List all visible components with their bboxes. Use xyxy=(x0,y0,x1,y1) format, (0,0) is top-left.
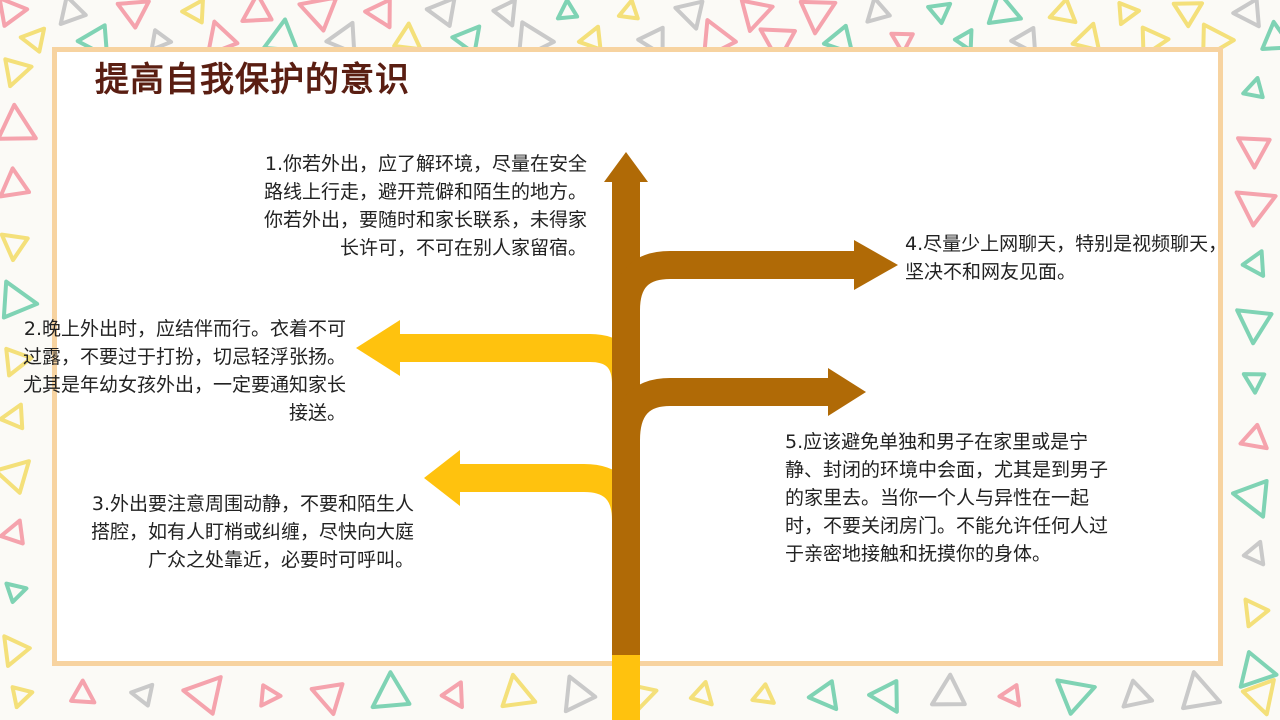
decorative-triangle xyxy=(1231,0,1261,29)
decorative-triangle xyxy=(867,679,899,714)
decorative-triangle xyxy=(1171,1,1205,29)
note-1: 1.你若外出，应了解环境，尽量在安全路线上行走，避开荒僻和陌生的地方。你若外出，… xyxy=(263,153,587,259)
decorative-triangle xyxy=(424,0,457,28)
decorative-triangle xyxy=(18,26,47,54)
decorative-triangle xyxy=(1,279,40,320)
decorative-triangle xyxy=(930,672,967,707)
decorative-triangle xyxy=(555,0,580,21)
decorative-triangle xyxy=(0,0,30,28)
decorative-triangle xyxy=(10,685,35,710)
decorative-triangle xyxy=(58,0,88,26)
decorative-triangle xyxy=(1243,597,1271,629)
decorative-triangle xyxy=(1181,670,1223,711)
decorative-triangle xyxy=(986,0,1023,26)
decorative-triangle xyxy=(0,402,25,431)
decorative-triangle xyxy=(576,24,603,52)
note-3: 3.外出要注意周围动静，不要和陌生人搭腔，如有人盯梢或纠缠，尽快向大庭广众之处靠… xyxy=(90,493,414,571)
decorative-triangle xyxy=(798,0,838,36)
decorative-triangle xyxy=(450,24,482,56)
decorative-triangle xyxy=(739,0,775,33)
decorative-triangle xyxy=(0,232,30,263)
decorative-triangle xyxy=(926,1,953,25)
decorative-triangle xyxy=(889,31,915,56)
decorative-triangle xyxy=(997,683,1022,708)
decorative-triangle xyxy=(758,27,797,64)
decorative-triangle xyxy=(4,346,34,378)
decorative-triangle xyxy=(563,674,598,714)
decorative-triangle xyxy=(1238,650,1279,689)
decorative-triangle xyxy=(1230,478,1269,519)
decorative-triangle xyxy=(439,680,464,710)
decorative-triangle xyxy=(673,0,705,31)
brown-branch-upper xyxy=(612,251,860,311)
decorative-triangle xyxy=(1241,539,1266,567)
decorative-triangle xyxy=(1055,678,1097,716)
decorative-triangle xyxy=(1121,678,1155,709)
page-title: 提高自我保护的意识 xyxy=(95,60,410,100)
decorative-triangle xyxy=(129,682,155,708)
decorative-triangle xyxy=(500,672,538,709)
decorative-triangle xyxy=(865,0,892,24)
brown-arrowhead-top xyxy=(604,152,648,182)
decorative-triangle xyxy=(750,682,776,705)
decorative-triangle xyxy=(1117,0,1142,27)
decorative-triangle xyxy=(1240,249,1266,278)
yellow-trunk xyxy=(450,464,640,720)
decorative-triangle xyxy=(3,57,34,89)
decorative-triangle xyxy=(149,28,174,52)
decorative-triangle xyxy=(309,682,345,716)
decorative-triangle xyxy=(1241,372,1267,395)
decorative-triangle xyxy=(69,678,97,705)
decorative-triangle xyxy=(806,679,839,712)
note-4: 4.尽量少上网聊天，特别是视频聊天，坚决不和网友见面。 xyxy=(905,233,1228,283)
yellow-branch-upper xyxy=(385,334,640,400)
yellow-arrowhead-upper xyxy=(356,320,400,376)
decorative-triangle xyxy=(491,0,517,28)
decorative-triangle xyxy=(259,683,283,708)
decorative-triangle xyxy=(688,680,714,707)
brown-arrowhead-right-lower xyxy=(828,368,866,416)
brown-arrowhead-right-upper xyxy=(854,240,898,290)
decorative-triangle xyxy=(2,634,32,668)
decorative-triangle xyxy=(181,675,223,716)
decorative-triangle xyxy=(1047,0,1078,25)
decorative-triangle xyxy=(1236,136,1272,170)
decorative-triangle xyxy=(363,0,392,30)
decorative-triangle xyxy=(180,0,205,25)
decorative-triangle xyxy=(240,0,274,24)
decorative-triangle xyxy=(616,0,640,21)
decorative-triangle xyxy=(1235,308,1274,346)
decorative-triangle xyxy=(1240,677,1276,717)
decorative-triangle xyxy=(1234,190,1278,228)
decorative-triangle xyxy=(297,0,339,33)
decorative-triangle xyxy=(4,581,29,605)
decorative-triangle xyxy=(0,518,25,546)
decorative-triangle xyxy=(1260,19,1280,51)
yellow-arrowhead-lower xyxy=(424,450,460,506)
decorative-triangle xyxy=(1241,75,1265,100)
decorative-triangle xyxy=(0,459,31,495)
decorative-triangle xyxy=(952,28,974,53)
decorative-triangle xyxy=(0,166,32,199)
decorative-triangle xyxy=(0,102,38,141)
note-2: 2.晚上外出时，应结伴而行。衣着不可过露，不要过于打扮，切忌轻浮张扬。尤其是年幼… xyxy=(22,318,346,424)
decorative-triangle xyxy=(1238,422,1269,451)
decorative-triangle xyxy=(370,670,412,710)
brown-branch-lower xyxy=(612,378,830,441)
decorative-triangle xyxy=(115,0,151,30)
note-5: 5.应该避免单独和男子在家里或是宁静、封闭的环境中会面，尤其是到男子的家里去。当… xyxy=(785,431,1109,565)
